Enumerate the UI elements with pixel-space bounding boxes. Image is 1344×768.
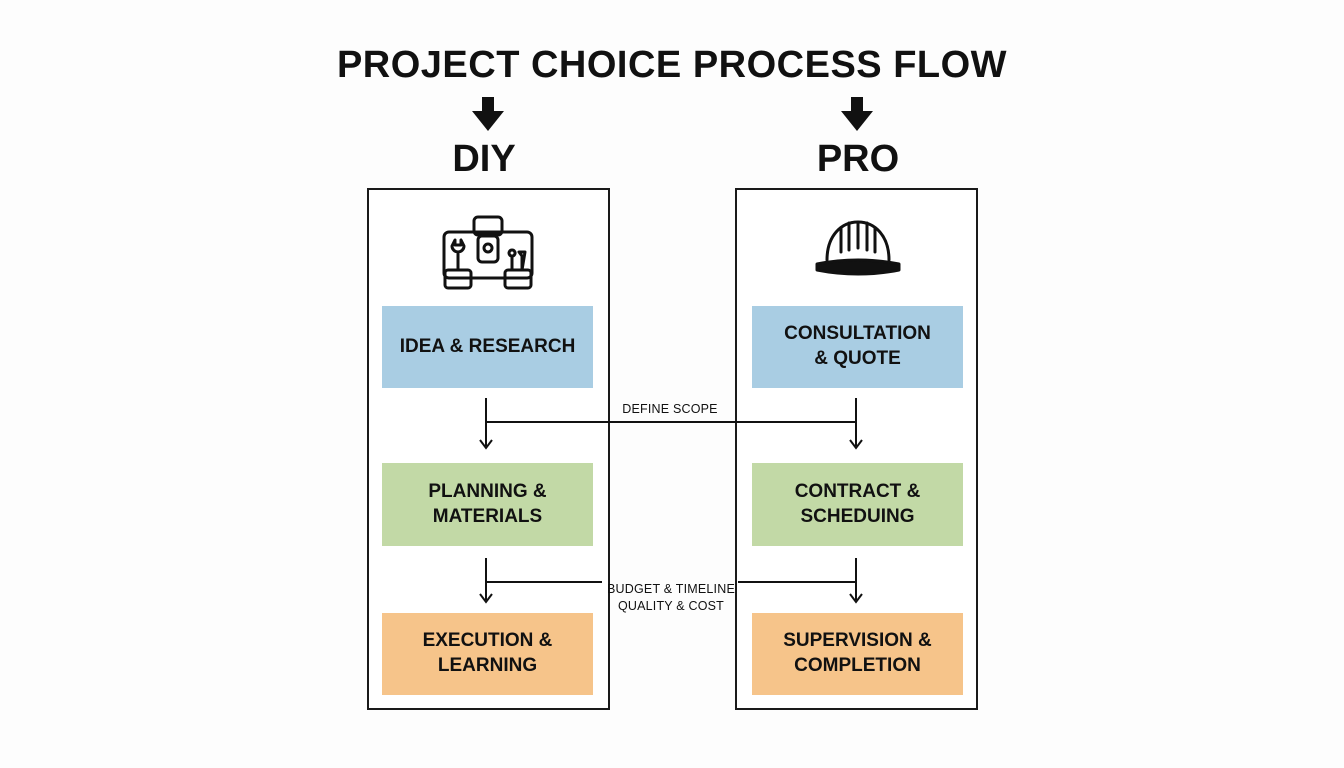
budget-timeline-label: BUDGET & TIMELINE — [607, 582, 735, 596]
diy-arrowhead-1 — [479, 439, 493, 450]
diy-down-arrow-icon — [472, 97, 504, 131]
pro-step-consultation-quote: CONSULTATION & QUOTE — [752, 306, 963, 388]
diy-step-execution-learning: EXECUTION & LEARNING — [382, 613, 593, 695]
toolbox-icon — [442, 215, 534, 290]
diy-label: DIY — [452, 138, 516, 180]
diagram-title: PROJECT CHOICE PROCESS FLOW — [336, 44, 1008, 86]
pro-arrowhead-1 — [849, 439, 863, 450]
pro-down-arrow-icon — [841, 97, 873, 131]
pro-arrowhead-2 — [849, 593, 863, 604]
hard-hat-icon — [815, 220, 901, 276]
diy-arrowhead-2 — [479, 593, 493, 604]
quality-cost-label: QUALITY & COST — [617, 599, 725, 613]
define-scope-label: DEFINE SCOPE — [622, 402, 718, 416]
pro-label: PRO — [816, 138, 900, 180]
diy-step-planning-materials: PLANNING & MATERIALS — [382, 463, 593, 546]
diy-step-idea-research: IDEA & RESEARCH — [382, 306, 593, 388]
pro-step-supervision-completion: SUPERVISION & COMPLETION — [752, 613, 963, 695]
pro-step-contract-scheduing: CONTRACT & SCHEDUING — [752, 463, 963, 546]
